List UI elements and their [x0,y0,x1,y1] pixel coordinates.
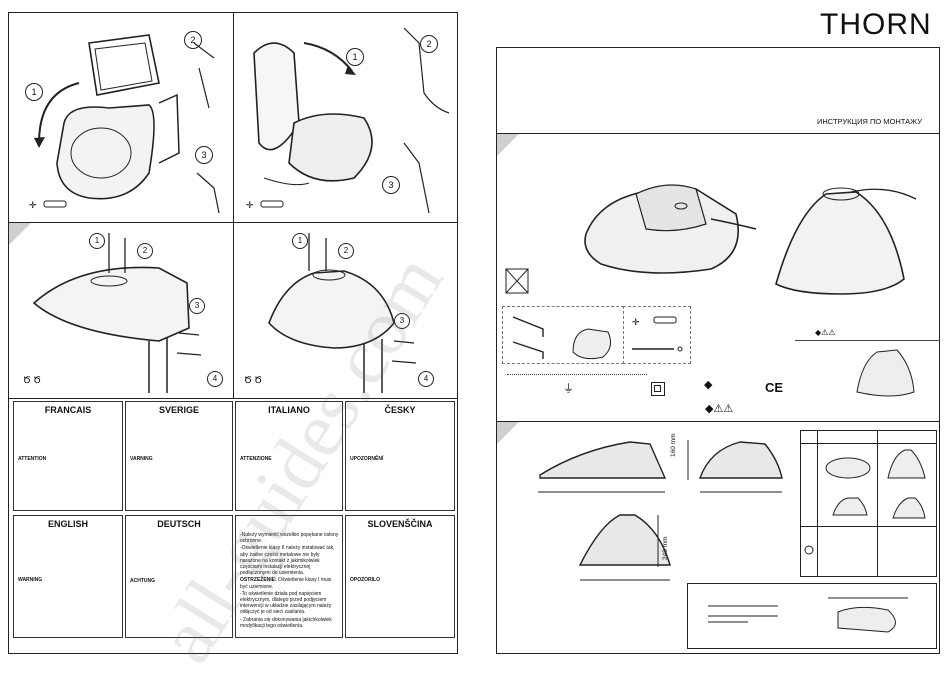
wiring-illustration [708,597,908,633]
lang-block-slovenscina: SLOVENŠČINA OPOZORILO [345,515,455,638]
lang-block-english: ENGLISH WARNING [13,515,123,638]
lang-block-cesky: ČESKY UPOZORNĚNÍ [345,401,455,511]
step-label-2: 2 [137,243,153,259]
screwdriver-illustration: ✛ [632,316,683,352]
divider [497,133,939,134]
open-housing-illustration: ✛ [29,34,220,214]
lang-title: FRANCAIS [44,405,92,415]
lang-block-italiano: ITALIANO ATTENZIONE [235,401,343,511]
step-label-3: 3 [394,313,410,329]
step-label-4: 4 [418,371,434,387]
svg-text:✛: ✛ [29,200,37,210]
svg-text:Ծ Ծ: Ծ Ծ [244,375,262,385]
step-label-1: 1 [346,48,364,66]
dimension-drawings [538,440,783,581]
tools-box-2: ✛ [623,306,691,364]
step-label-1: 1 [89,233,105,249]
lang-title: ČESKY [384,405,416,415]
corner-marker [9,223,31,245]
lang-block-deutsch: DEUTSCH ACHTUNG [125,515,233,638]
variant-icons [804,449,926,555]
closing-housing-illustration: ✛ [246,27,450,214]
step-label-2: 2 [338,243,354,259]
diamond-symbol: ◆ [704,379,713,391]
step-label-3: 3 [189,298,205,314]
class-ii-symbol [651,382,665,396]
variant-table [800,430,937,577]
step-label-2: 2 [184,31,202,49]
corner-marker [497,134,519,156]
driver-box-illustration [856,349,915,397]
wiring-box [687,583,937,649]
lang-title: SVERIGE [158,405,199,415]
svg-text:✛: ✛ [632,317,640,327]
polish-p3: -To oświetlenie działa pod napięciem ele… [240,590,332,616]
polish-warn-text: Oświetlenie klasy I musi być uziemione. [240,577,332,590]
warning-label: ATTENTION [18,456,47,462]
svg-text:✛: ✛ [246,200,254,210]
parts-row [507,366,647,375]
lang-block-polski: -Należy wymienić wszelkie popękane osłon… [235,515,343,638]
tools-box [502,306,624,364]
step-panel-2: ✛ 1 2 3 [234,13,457,223]
lang-block-francais: FRANCAIS ATTENTION [13,401,123,511]
divider [497,421,939,422]
step-label-4: 4 [207,371,223,387]
step-label-3: 3 [195,146,213,164]
brand-logo: THORN [820,8,932,41]
luminaire-mounting-illustration: Ծ Ծ [23,233,202,393]
warning-label: OPOZORILO [350,576,380,583]
warning-symbols: ◆⚠⚠ [705,403,734,415]
polish-p1: -Należy wymienić wszelkie popękane osłon… [240,532,339,545]
allen-key-illustration [512,316,612,360]
step-panel-4: Ծ Ծ 1 2 3 4 [234,223,457,399]
warning-label: ACHTUNG [130,578,155,584]
step-label-1: 1 [25,83,43,101]
step-label-3: 3 [382,176,400,194]
polish-warning: OSTRZEŻENIE: Oświetlenie klasy I musi by… [240,577,339,589]
cone-mounting-illustration: Ծ Ծ [244,233,417,393]
warning-label: ATTENZIONE [240,456,272,462]
ce-mark: CE [765,380,784,395]
polish-p2: -Oświetlenie klasy II należy instalować … [240,545,335,577]
right-sheet [496,47,940,654]
lang-title: ITALIANO [268,405,310,415]
warning-label: VARNING [130,456,153,462]
step-panel-1: ✛ 1 2 3 [9,13,234,223]
lang-title: SLOVENŠČINA [367,519,433,529]
dimension-label-height-1: 160 mm [670,433,677,457]
instruction-title: ИНСТРУКЦИЯ ПО МОНТАЖУ [817,117,922,126]
polish-warn-label: OSTRZEŻENIE: [240,577,277,584]
lang-title: ENGLISH [47,519,88,529]
step-panel-3: Ծ Ծ 1 2 3 4 [9,223,234,399]
warning-label: WARNING [18,576,43,583]
warning-label: UPOZORNĚNÍ [350,456,384,462]
rule [795,340,940,341]
product-overview-illustration [505,184,917,295]
polish-warning-text: -Należy wymienić wszelkie popękane osłon… [240,532,339,630]
polish-p4: - Zabrania się dokonywania jakichkolwiek… [240,616,332,629]
warning-symbols-small: ◆⚠⚠ [815,328,836,337]
earth-symbol: ⏚ [563,383,574,395]
step-label-1: 1 [292,233,308,249]
step-label-2: 2 [420,35,438,53]
svg-text:Ծ Ծ: Ծ Ծ [23,375,41,385]
lang-title: DEUTSCH [157,519,201,529]
corner-marker [497,422,519,444]
lang-block-sverige: SVERIGE VARNING [125,401,233,511]
dimension-label-height-2: 248 mm [662,536,669,560]
